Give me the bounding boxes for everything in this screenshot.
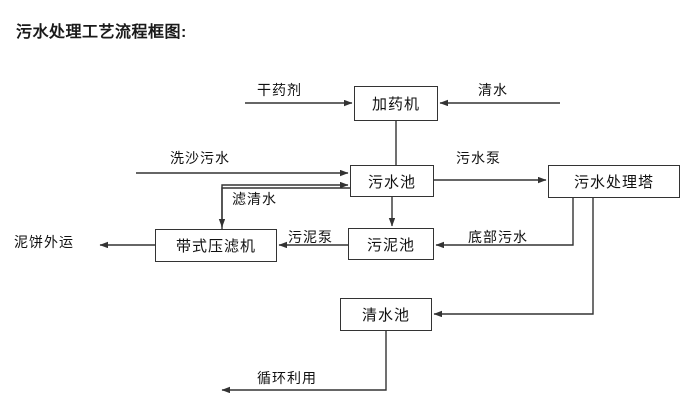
edge-label-sewage-pump: 污水泵 — [456, 150, 501, 166]
terminal-label-dry-agent: 干药剂 — [257, 82, 302, 98]
node-label: 带式压滤机 — [175, 238, 256, 255]
page-title: 污水处理工艺流程框图: — [16, 24, 187, 41]
edge-label-bottom-sewage: 底部污水 — [468, 229, 528, 245]
terminal-label-mud-cake-transport: 泥饼外运 — [14, 234, 74, 250]
edge-label-sludge-pump: 污泥泵 — [288, 229, 333, 245]
node-dosing-machine[interactable]: 加药机 — [354, 86, 438, 121]
node-clean-water-pool[interactable]: 清水池 — [340, 298, 432, 331]
node-label: 加药机 — [371, 96, 420, 113]
node-sludge-pool[interactable]: 污泥池 — [348, 228, 434, 260]
node-sewage-pool[interactable]: 污水池 — [350, 165, 434, 197]
node-label: 污水处理塔 — [573, 174, 654, 191]
terminal-label-clear-water: 清水 — [478, 82, 508, 98]
node-label: 污水池 — [367, 173, 416, 191]
node-treatment-tower[interactable]: 污水处理塔 — [548, 165, 680, 198]
edge-tower-to-clean-pool — [433, 198, 594, 318]
node-label: 污泥池 — [366, 236, 415, 254]
node-belt-filter-press[interactable]: 带式压滤机 — [155, 229, 277, 262]
edge-label-filtered-water: 滤清水 — [232, 191, 277, 207]
terminal-label-recycle-use: 循环利用 — [257, 370, 317, 386]
node-label: 清水池 — [361, 307, 410, 324]
terminal-label-wash-sand-sewage: 洗沙污水 — [170, 150, 230, 166]
